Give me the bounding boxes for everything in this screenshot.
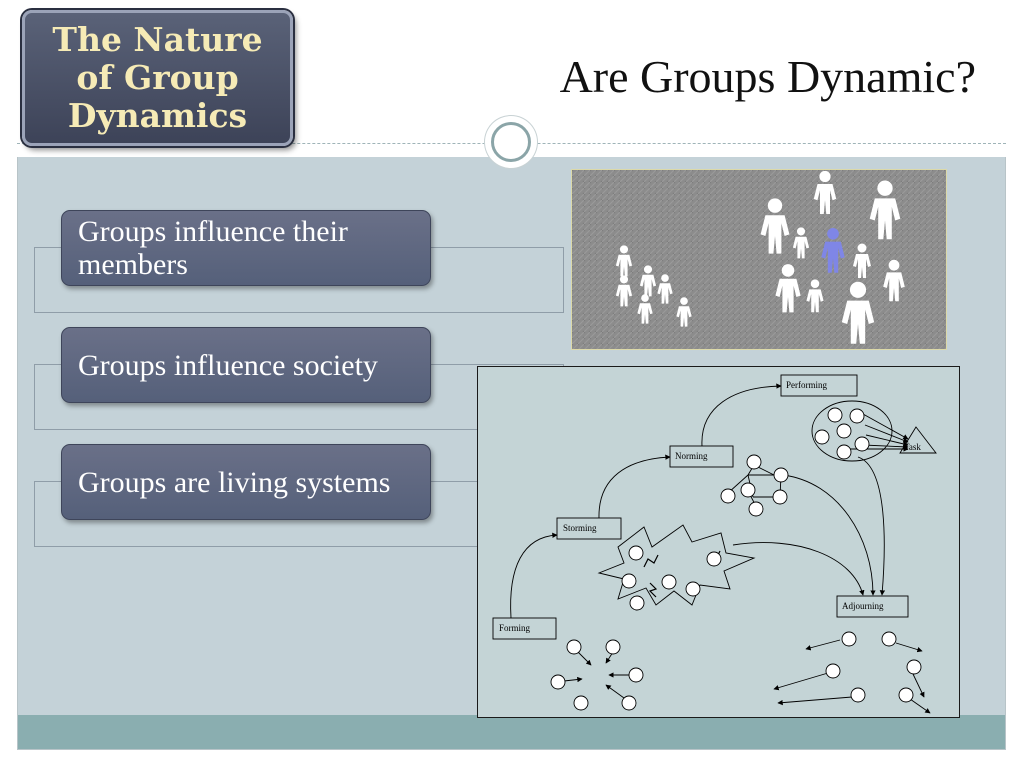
section-title-badge: The Nature of Group Dynamics: [22, 10, 293, 146]
footer-bar: [18, 715, 1005, 749]
bullet-text: Groups influence society: [78, 348, 378, 382]
stage-label-adjourning: Adjourning: [842, 601, 884, 611]
ornament-ring: [491, 122, 531, 162]
bullet-item: Groups influence their members: [61, 210, 431, 286]
bullet-text: Groups are living systems: [78, 465, 391, 499]
section-title-text: The Nature of Group Dynamics: [52, 20, 263, 135]
slide-title: Are Groups Dynamic?: [559, 51, 976, 102]
stage-label-forming: Forming: [499, 623, 531, 633]
group-stages-diagram: Forming Storming Norming Performing Adjo…: [477, 366, 960, 718]
bullet-item: Groups influence society: [61, 327, 431, 403]
bullet-item: Groups are living systems: [61, 444, 431, 520]
stage-label-performing: Performing: [786, 380, 827, 390]
stage-label-task: Task: [904, 442, 921, 452]
stage-label-storming: Storming: [563, 523, 597, 533]
stage-label-norming: Norming: [675, 451, 708, 461]
circle-ornament-icon: [485, 116, 537, 168]
bullet-text: Groups influence their members: [78, 215, 348, 281]
crowd-photo: [571, 169, 947, 350]
